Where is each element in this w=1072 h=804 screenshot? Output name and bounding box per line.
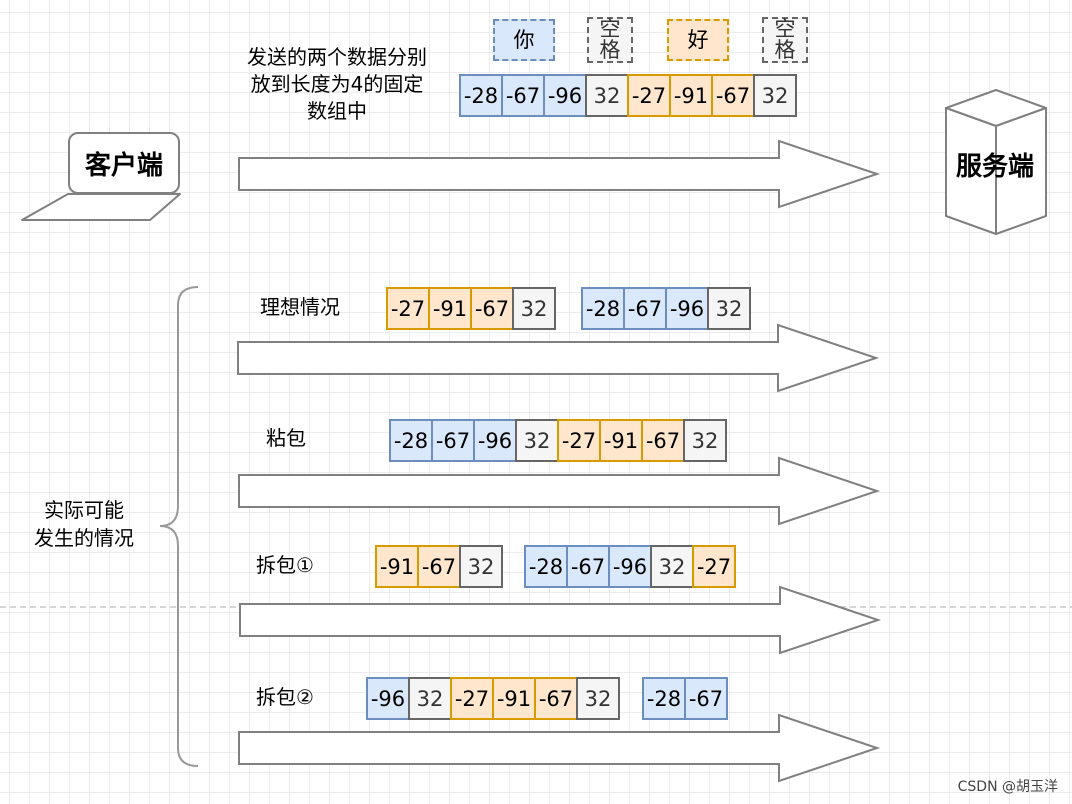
byte-cell: -27: [627, 74, 671, 117]
side-label-line-1: 实际可能: [44, 498, 124, 522]
legend-space-2: 空 格: [762, 17, 808, 63]
legend-space-2-line2: 格: [774, 38, 796, 62]
client-label: 客户端: [84, 150, 163, 181]
byte-cell: -91: [492, 677, 536, 720]
case-label-sticky: 粘包: [266, 426, 306, 450]
byte-cell: -91: [599, 419, 643, 462]
byte-cell: 32: [683, 419, 727, 462]
byte-cell: -67: [534, 677, 578, 720]
side-label: 实际可能 发生的情况: [10, 496, 158, 552]
top-caption: 发送的两个数据分别 放到长度为4的固定 数组中: [222, 44, 452, 125]
side-label-line-2: 发生的情况: [34, 526, 134, 550]
byte-cell: -96: [473, 419, 517, 462]
byte-cell: -28: [459, 74, 503, 117]
byte-cell: -67: [417, 545, 461, 588]
case-label-ideal: 理想情况: [260, 295, 340, 319]
byte-cell: -96: [665, 287, 709, 330]
legend-ni-text: 你: [513, 27, 535, 52]
arrow-case-split2: [238, 713, 881, 783]
top-caption-line-3: 数组中: [307, 99, 367, 123]
top-caption-line-2: 放到长度为4的固定: [250, 72, 424, 96]
client-box: 客户端: [68, 132, 180, 194]
byte-cell: 32: [707, 287, 751, 330]
case-label-split1: 拆包①: [256, 553, 314, 577]
byte-cell: -67: [431, 419, 475, 462]
byte-cell: -27: [450, 677, 494, 720]
byte-cell: -91: [669, 74, 713, 117]
arrow-case-sticky: [238, 456, 881, 526]
byte-cell: 32: [753, 74, 797, 117]
legend-space-1: 空 格: [587, 17, 633, 63]
byte-cell: 32: [408, 677, 452, 720]
case-split2-strip-2: -28-67: [642, 677, 728, 720]
byte-cell: -96: [608, 545, 652, 588]
arrow-case-split1: [239, 585, 882, 655]
server-label: 服务端: [955, 152, 1034, 182]
top-caption-line-1: 发送的两个数据分别: [247, 45, 427, 69]
byte-cell: -67: [566, 545, 610, 588]
byte-cell: -28: [524, 545, 568, 588]
legend-space-1-line1: 空: [599, 17, 621, 41]
byte-cell: -67: [711, 74, 755, 117]
legend-space-1-line2: 格: [599, 38, 621, 62]
legend-space-2-line1: 空: [774, 17, 796, 41]
curly-bracket: [159, 286, 199, 767]
byte-cell: -67: [501, 74, 545, 117]
byte-cell: -96: [543, 74, 587, 117]
byte-cell: -91: [428, 287, 472, 330]
laptop-icon: [21, 193, 181, 221]
arrow-case-ideal: [237, 323, 880, 393]
byte-cell: -27: [557, 419, 601, 462]
byte-cell: 32: [585, 74, 629, 117]
byte-cell: -28: [581, 287, 625, 330]
arrow-top: [238, 139, 881, 209]
byte-cell: -28: [642, 677, 686, 720]
legend-hao: 好: [667, 19, 729, 61]
byte-cell: 32: [576, 677, 620, 720]
byte-cell: -67: [470, 287, 514, 330]
case-label-split2: 拆包②: [256, 685, 314, 709]
byte-cell: -27: [692, 545, 736, 588]
byte-cell: 32: [650, 545, 694, 588]
byte-cell: -27: [386, 287, 430, 330]
legend-hao-text: 好: [687, 27, 709, 52]
byte-cell: -96: [366, 677, 410, 720]
byte-cell: 32: [459, 545, 503, 588]
byte-cell: -67: [623, 287, 667, 330]
byte-cell: 32: [512, 287, 556, 330]
byte-cell: -28: [389, 419, 433, 462]
byte-cell: -67: [684, 677, 728, 720]
byte-cell: 32: [515, 419, 559, 462]
byte-cell: -67: [641, 419, 685, 462]
byte-cell: -91: [375, 545, 419, 588]
watermark: CSDN @胡玉洋: [957, 779, 1058, 795]
server-icon: [945, 89, 1047, 235]
legend-ni: 你: [493, 19, 555, 61]
